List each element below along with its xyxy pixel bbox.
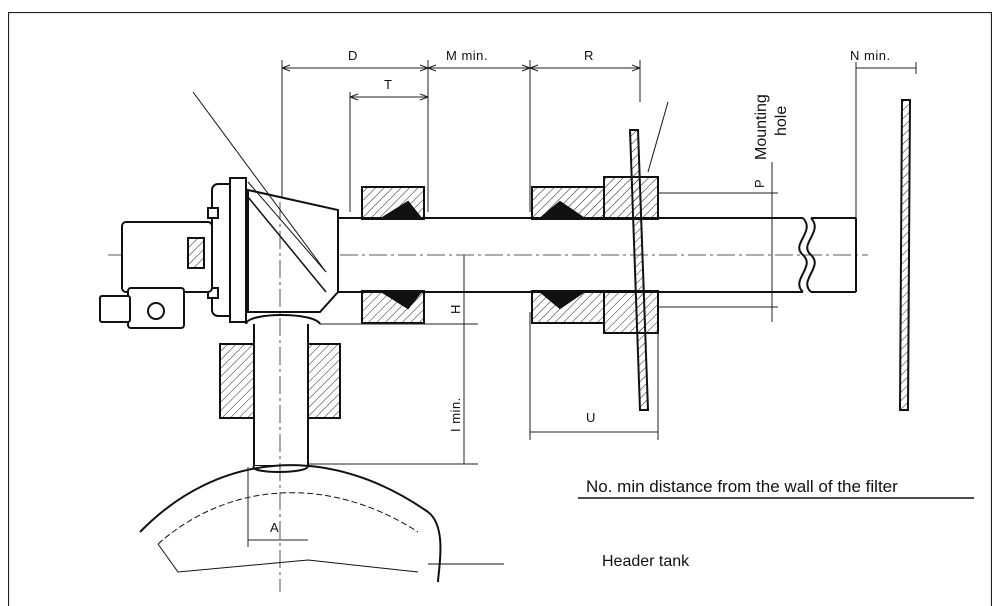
compression-fitting-left bbox=[361, 186, 425, 324]
border bbox=[8, 12, 992, 606]
dimension-h-i bbox=[308, 255, 478, 465]
dim-a: A bbox=[270, 520, 279, 535]
hole-label: hole bbox=[773, 106, 790, 136]
arrow-ticks bbox=[281, 64, 641, 101]
note-min-distance: No. min distance from the wall of the fi… bbox=[586, 477, 898, 496]
drawing-frame: D M min. R T N min. Mounting hole P bbox=[8, 12, 992, 606]
dimension-lines-top bbox=[281, 60, 917, 272]
dimension-p bbox=[658, 162, 778, 322]
housing bbox=[192, 91, 339, 323]
dim-d: D bbox=[348, 48, 358, 63]
connector-box bbox=[99, 221, 213, 329]
dim-p: P bbox=[752, 179, 767, 188]
dim-t: T bbox=[384, 77, 392, 92]
dim-u: U bbox=[586, 410, 596, 425]
mounting-wall bbox=[628, 101, 669, 411]
filter-wall bbox=[898, 99, 912, 411]
header-tank bbox=[139, 464, 504, 583]
compression-fitting-right bbox=[531, 176, 659, 334]
dim-h: H bbox=[448, 304, 463, 314]
dim-m: M min. bbox=[446, 48, 488, 63]
dimension-a bbox=[247, 467, 308, 547]
header-tank-label: Header tank bbox=[602, 553, 690, 570]
technical-drawing: D M min. R T N min. Mounting hole P bbox=[8, 12, 992, 606]
dim-r: R bbox=[584, 48, 594, 63]
dim-i: I min. bbox=[448, 397, 463, 432]
dimension-u bbox=[529, 312, 659, 440]
mounting-label: Mounting bbox=[753, 94, 770, 160]
dim-n: N min. bbox=[850, 48, 891, 63]
